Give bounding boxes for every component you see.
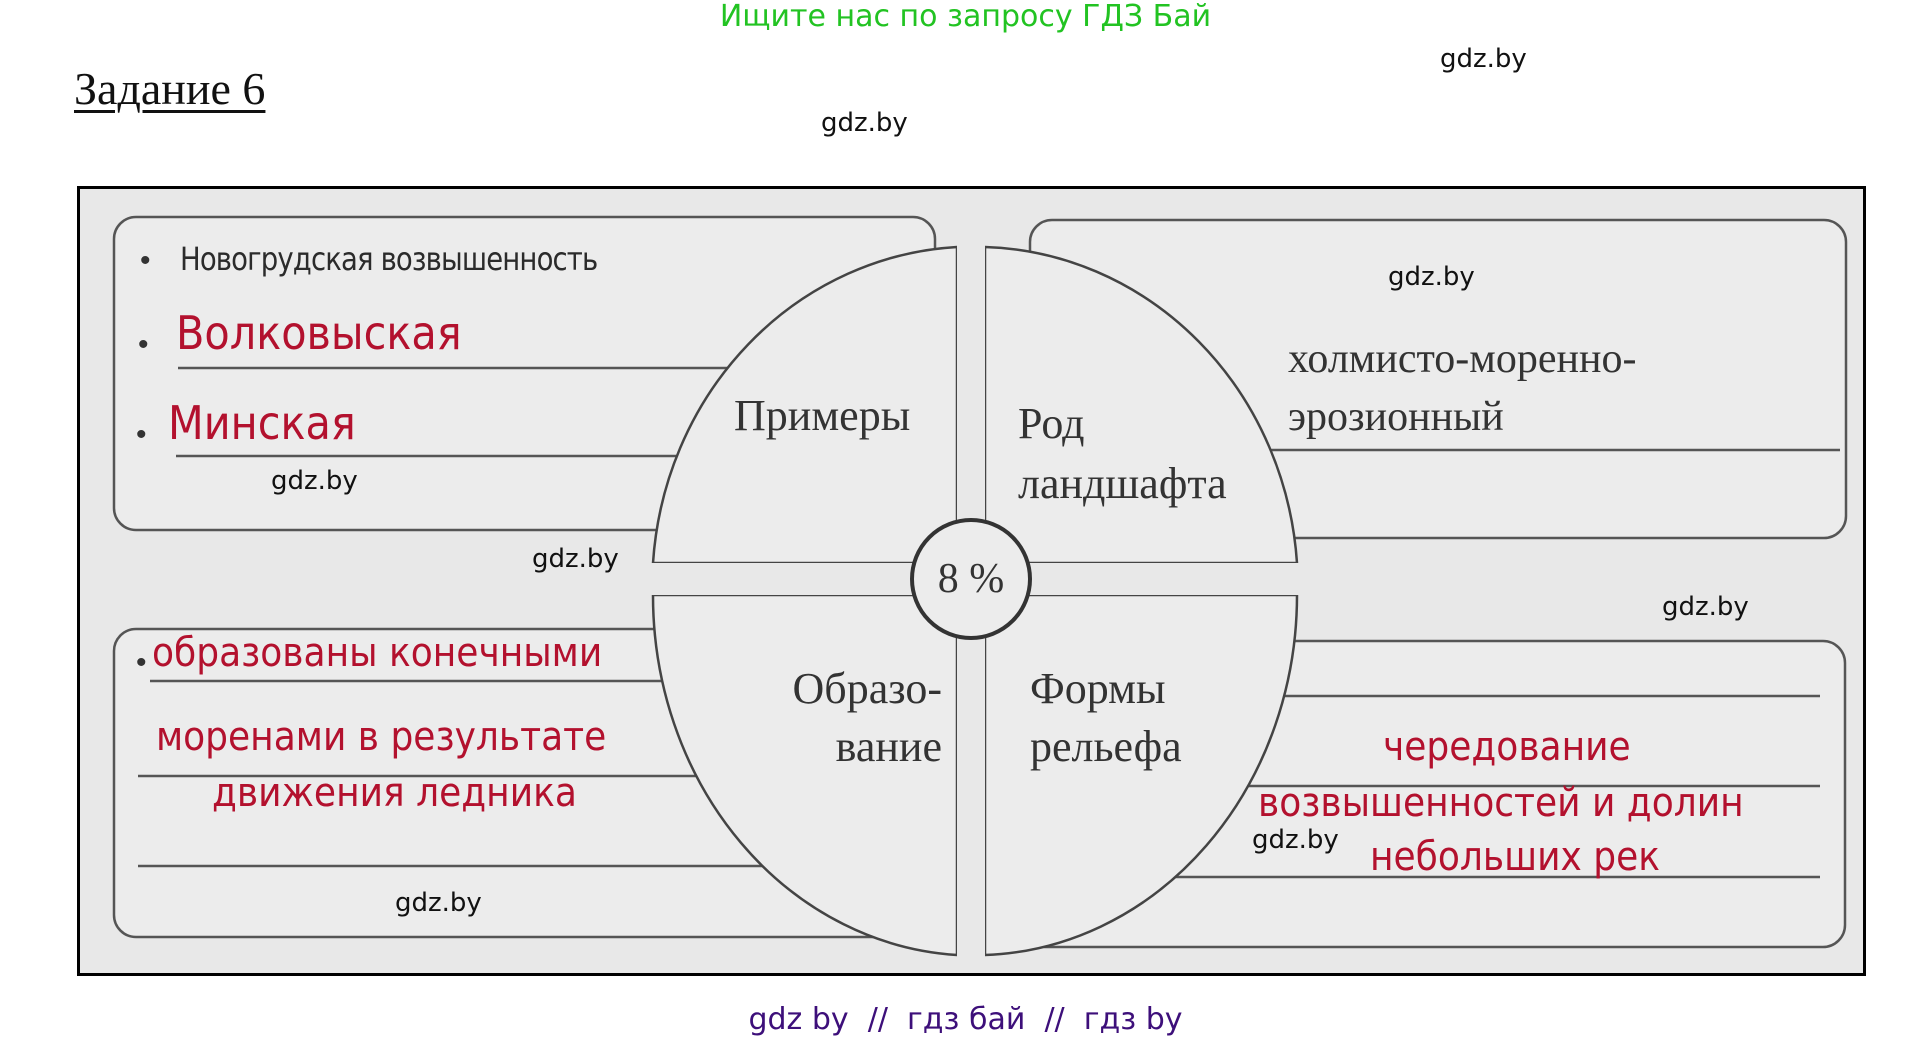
landscape-type-text: холмисто-моренно- эрозионный [1288, 330, 1636, 446]
watermark: gdz.by [1440, 44, 1527, 74]
quadrant-label-line: Образо- [792, 664, 942, 713]
watermark: gdz.by [821, 108, 908, 138]
watermark: gdz.by [1388, 262, 1475, 292]
watermark: gdz.by [532, 544, 619, 574]
landscape-type-line: холмисто-моренно- [1288, 336, 1637, 382]
formation-answer-line-3: движения ледника [212, 770, 577, 816]
formation-answer-line-2: моренами в результате [156, 714, 607, 760]
quadrant-label-line: вание [835, 722, 942, 771]
task-title: Задание 6 [74, 63, 266, 114]
watermark: gdz.by [395, 888, 482, 918]
quadrant-label-line: ландшафта [1018, 459, 1227, 508]
quadrant-label-landscape-type: Род ландшафта [1018, 394, 1227, 514]
quadrant-label-relief-forms: Формы рельефа [1030, 660, 1182, 776]
landscape-type-line: эрозионный [1288, 394, 1504, 440]
bullet-icon: • [136, 646, 147, 679]
footer-watermark: gdz by // гдз бай // гдз by [748, 1002, 1183, 1037]
center-value: 8 % [937, 556, 1005, 602]
center-circle [910, 518, 1032, 640]
promo-banner: Ищите нас по запросу ГДЗ Бай [719, 0, 1212, 34]
quadrant-label-line: Род [1018, 399, 1085, 448]
relief-forms-answer-line-3: небольших рек [1370, 834, 1660, 880]
examples-answer-2: Минская [168, 396, 356, 450]
quadrant-label-line: рельефа [1030, 722, 1182, 771]
bullet-icon: • [136, 418, 147, 451]
relief-forms-answer-line-1: чередование [1383, 724, 1631, 770]
watermark: gdz.by [1662, 592, 1749, 622]
quadrant-label-examples: Примеры [734, 391, 911, 440]
bullet-icon: • [140, 244, 151, 277]
examples-answer-1: Волковыская [176, 306, 462, 360]
bullet-icon: • [138, 328, 149, 361]
examples-printed-item: Новогрудская возвышенность [180, 240, 598, 278]
quadrant-label-line: Формы [1030, 664, 1166, 713]
watermark: gdz.by [271, 466, 358, 496]
watermark: gdz.by [1252, 825, 1339, 855]
relief-forms-answer-line-2: возвышенностей и долин [1258, 780, 1744, 826]
quadrant-label-formation: Образо- вание [762, 660, 942, 776]
formation-answer-line-1: образованы конечными [152, 630, 603, 676]
